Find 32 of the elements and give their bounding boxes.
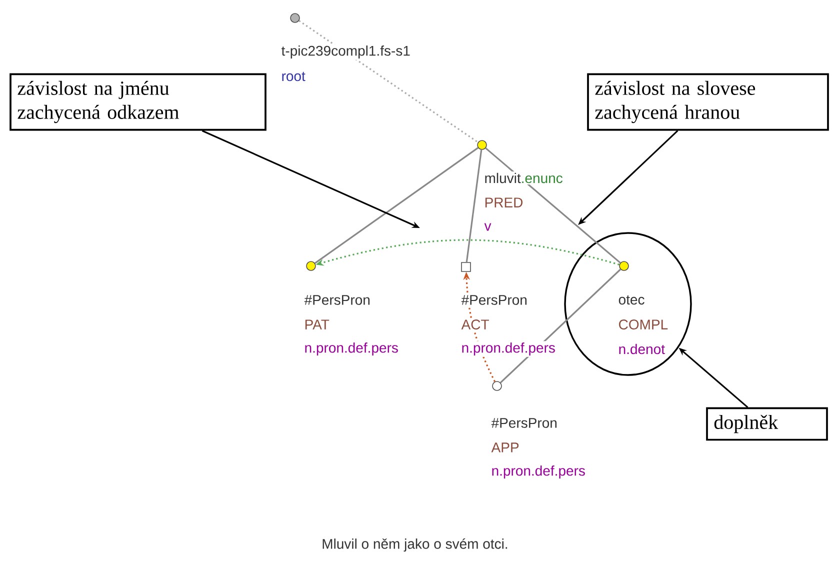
node-label: otec: [616, 294, 646, 306]
tree-edge: [314, 147, 478, 264]
node-label: n.pron.def.pers: [460, 341, 557, 357]
node-label: t-pic239compl1.fs-s1: [280, 44, 412, 60]
caption: Mluvil o něm jako o svém otci.: [322, 538, 508, 552]
node-label: PRED: [482, 196, 525, 209]
tree-edge: [466, 150, 482, 262]
node-label: #PersPron: [302, 294, 372, 306]
node-label: mluvit.enunc: [482, 172, 564, 184]
tree-node: [461, 262, 471, 272]
node-label: #PersPron: [490, 416, 559, 430]
node-label: COMPL: [616, 318, 670, 331]
node-label: ACT: [460, 318, 491, 331]
node-label: #PersPron: [460, 294, 529, 306]
node-label: PAT: [302, 318, 331, 331]
highlight-ellipse: [564, 232, 692, 376]
node-label: n.pron.def.pers: [302, 341, 400, 357]
callout-box: doplněk: [706, 407, 828, 441]
tree-edge: [298, 20, 478, 143]
callout-box: závislost na slovese zachycená hranou: [587, 73, 829, 131]
tree-node: [290, 13, 300, 23]
callout-box: závislost na jménu zachycená odkazem: [10, 73, 266, 131]
node-label: root: [280, 70, 307, 82]
tree-node: [619, 261, 629, 271]
tree-node: [306, 261, 316, 271]
node-label: APP: [490, 441, 521, 454]
tree-edge: [485, 148, 621, 264]
node-label: n.denot: [616, 342, 666, 356]
node-label: v: [482, 222, 493, 232]
tree-node: [477, 140, 487, 150]
node-label: n.pron.def.pers: [490, 464, 587, 480]
tree-node: [492, 381, 502, 391]
